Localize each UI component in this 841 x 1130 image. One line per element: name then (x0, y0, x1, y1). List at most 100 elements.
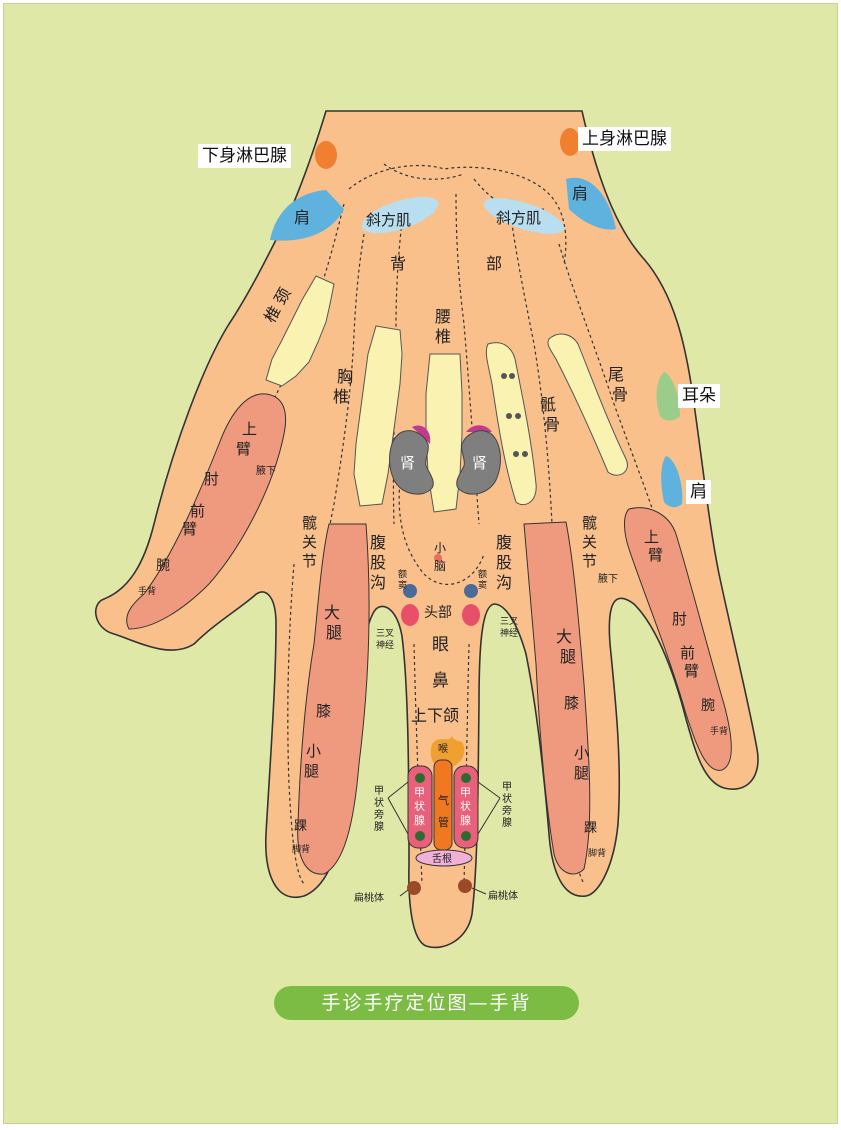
label-shoulder: 肩 (572, 184, 588, 203)
label-forearm: 前 (680, 644, 695, 662)
label-thigh: 大 (324, 603, 340, 622)
trigeminal-right (462, 604, 480, 626)
zone-labels: 肩 肩 斜方肌 斜方肌 背 部 颈 椎 胸 椎 腰 椎 骶 骨 尾 骨 肾 肾 … (138, 184, 728, 904)
label-hand-back: 手背 (138, 585, 156, 597)
label-wrist: 腕 (701, 698, 715, 714)
chart-title: 手诊手疗定位图—手背 (274, 986, 579, 1020)
label-hip: 髋 (582, 514, 597, 532)
label-trigeminal: 神经 (376, 639, 394, 651)
tonsil-left (407, 881, 421, 895)
label-thyroid: 腺 (414, 813, 425, 827)
label-forearm: 臂 (182, 520, 197, 538)
kidney-right (456, 425, 501, 495)
label-thoracic: 椎 (333, 387, 349, 406)
label-thyroid: 腺 (460, 813, 471, 827)
cervical-vertebrae (265, 275, 335, 387)
label-calf: 腿 (574, 764, 589, 782)
ear-zone (656, 372, 680, 421)
label-lower-lymph: 下身淋巴腺 (198, 144, 291, 168)
tonsil-right (458, 879, 472, 893)
label-shoulder: 肩 (294, 208, 310, 227)
hand-reflexology-chart: 肩 肩 斜方肌 斜方肌 背 部 颈 椎 胸 椎 腰 椎 骶 骨 尾 骨 肾 肾 … (3, 3, 838, 1124)
cerebellum-dot (434, 554, 442, 562)
label-parathyroid: 旁 (502, 804, 512, 817)
label-thigh: 腿 (326, 623, 342, 642)
label-parathyroid: 旁 (374, 808, 384, 821)
label-sacrum: 骶 (540, 395, 556, 414)
sinus-left (403, 584, 417, 598)
label-lumbar: 腰 (435, 307, 451, 326)
hand-back-outline (94, 110, 759, 949)
label-thigh: 腿 (560, 647, 576, 666)
label-elbow: 肘 (204, 470, 219, 488)
label-parathyroid: 状 (374, 796, 384, 809)
label-thoracic: 胸 (337, 367, 353, 386)
label-head: 头部 (424, 605, 452, 621)
label-thyroid: 状 (460, 799, 471, 813)
label-shoulder-right: 肩 (686, 480, 711, 504)
label-forearm: 臂 (684, 662, 699, 680)
label-sinus: 窦 (398, 579, 407, 591)
label-trapezius-right: 斜方肌 (496, 209, 541, 227)
label-cerebellum: 小 (434, 541, 446, 555)
parathyroid-dot (461, 831, 471, 841)
label-upper-lymph: 上身淋巴腺 (578, 127, 671, 151)
label-groin: 股 (370, 553, 386, 572)
label-tongue-root: 舌根 (432, 852, 452, 865)
parathyroid-dot (415, 831, 425, 841)
label-jaw: 上下颌 (411, 706, 459, 725)
label-groin: 腹 (496, 533, 512, 552)
label-hip: 关 (582, 533, 597, 551)
label-sinus: 额 (398, 568, 407, 580)
label-foot-back: 脚背 (292, 843, 310, 855)
label-thyroid: 状 (414, 799, 425, 813)
label-hip: 节 (582, 552, 597, 570)
label-sinus: 窦 (478, 579, 487, 591)
label-kidney-left: 肾 (400, 454, 415, 472)
label-calf: 小 (574, 744, 589, 762)
label-groin: 腹 (370, 533, 386, 552)
label-trachea: 管 (438, 815, 449, 829)
label-ear: 耳朵 (678, 384, 720, 408)
label-cerebellum: 脑 (434, 559, 446, 573)
label-coccyx: 骨 (612, 385, 628, 404)
lumbar-vertebrae (425, 353, 463, 513)
label-thigh: 大 (556, 627, 572, 646)
label-upper-arm: 上 (644, 528, 659, 546)
label-armpit: 腋下 (256, 464, 276, 477)
label-groin: 沟 (370, 573, 386, 592)
parathyroid-dot (461, 773, 471, 783)
parathyroid-dot (415, 773, 425, 783)
label-knee: 膝 (316, 702, 331, 720)
thyroid-left (407, 765, 433, 849)
label-hip: 关 (302, 533, 317, 551)
kidney-left (389, 425, 434, 495)
label-calf: 腿 (304, 762, 319, 780)
upper-lymph-node (560, 128, 580, 156)
lower-lymph-node (315, 141, 337, 169)
leader-lines (387, 781, 501, 897)
label-throat: 喉 (438, 743, 448, 755)
label-parathyroid: 腺 (374, 820, 384, 833)
label-trachea: 气 (438, 793, 449, 807)
label-ankle: 踝 (294, 819, 307, 834)
label-upper-arm: 上 (242, 420, 257, 438)
label-trigeminal: 三叉 (500, 616, 518, 627)
label-tonsil-left: 扁桃体 (354, 891, 384, 904)
shoulder-right-lower (661, 456, 683, 508)
sinus-right (464, 584, 478, 598)
label-parathyroid: 状 (502, 792, 512, 805)
label-hand-back: 手背 (710, 725, 728, 737)
arm-zone-right (624, 507, 732, 771)
label-sacrum: 骨 (544, 415, 560, 434)
label-tonsil-right: 扁桃体 (488, 889, 518, 902)
coccyx (547, 333, 628, 476)
label-back: 背 (390, 254, 406, 273)
trapezius-left (361, 196, 439, 234)
label-nose: 鼻 (432, 671, 449, 691)
arm-zone-left (126, 393, 287, 630)
label-hip: 节 (302, 552, 317, 570)
label-armpit: 腋下 (598, 572, 618, 585)
label-wrist: 腕 (156, 558, 170, 574)
label-upper-arm: 臂 (648, 546, 663, 564)
